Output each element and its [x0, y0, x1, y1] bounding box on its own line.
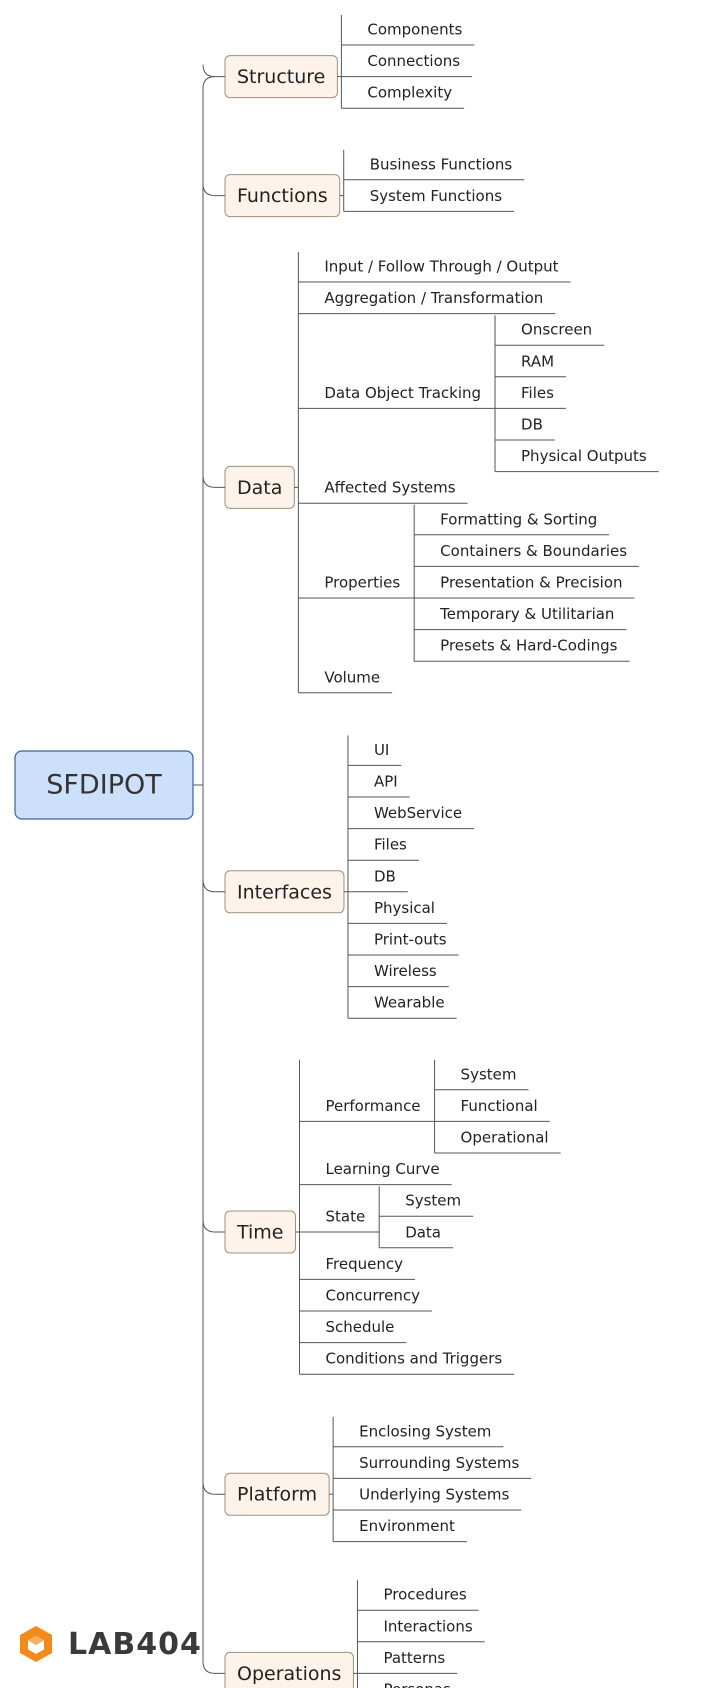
- branch-data-label: Data: [237, 477, 282, 499]
- node-state: State: [325, 1208, 365, 1226]
- leaf-business-functions: Business Functions: [370, 155, 513, 173]
- trunk-connector: [202, 1219, 225, 1233]
- leaf-wearable: Wearable: [374, 994, 445, 1012]
- leaf-underlying-systems: Underlying Systems: [359, 1486, 509, 1504]
- leaf-conditions-and-triggers: Conditions and Triggers: [325, 1350, 502, 1368]
- leaf-ram: RAM: [521, 352, 554, 370]
- leaf-environment: Environment: [359, 1517, 455, 1535]
- branch-platform-label: Platform: [237, 1484, 317, 1506]
- leaf-operational: Operational: [461, 1129, 549, 1147]
- branch-functions-label: Functions: [237, 185, 328, 207]
- leaf-surrounding-systems: Surrounding Systems: [359, 1454, 519, 1472]
- leaf-personas: Personas: [383, 1681, 451, 1688]
- trunk-line: [202, 76, 216, 1662]
- leaf-wireless: Wireless: [374, 962, 437, 980]
- trunk-connector: [202, 183, 225, 197]
- trunk-connector: [202, 475, 225, 488]
- leaf-learning-curve: Learning Curve: [325, 1160, 439, 1178]
- leaf-db: DB: [374, 867, 396, 885]
- leaf-api: API: [374, 773, 398, 791]
- leaf-temporary-utilitarian: Temporary & Utilitarian: [439, 605, 614, 623]
- leaf-system: System: [461, 1065, 517, 1083]
- leaf-physical: Physical: [374, 899, 435, 917]
- branch-interfaces-label: Interfaces: [237, 881, 332, 903]
- leaf-formatting-sorting: Formatting & Sorting: [440, 510, 597, 528]
- leaf-enclosing-system: Enclosing System: [359, 1422, 491, 1440]
- node-properties: Properties: [324, 574, 400, 592]
- leaf-db: DB: [521, 416, 543, 434]
- root-label: SFDIPOT: [46, 770, 162, 801]
- leaf-onscreen: Onscreen: [521, 321, 592, 339]
- hexagon-logo-icon: [20, 1626, 52, 1662]
- leaf-system: System: [405, 1192, 461, 1210]
- leaf-presets-hard-codings: Presets & Hard-Codings: [440, 637, 617, 655]
- logo-text: LAB404: [68, 1626, 202, 1662]
- branch-operations-label: Operations: [237, 1663, 341, 1685]
- root-box: [14, 750, 194, 820]
- leaf-procedures: Procedures: [383, 1586, 466, 1604]
- leaf-schedule: Schedule: [325, 1318, 394, 1336]
- lab404-logo: LAB404: [16, 1620, 202, 1668]
- leaf-webservice: WebService: [374, 804, 462, 822]
- leaf-aggregation-transformation: Aggregation / Transformation: [324, 289, 543, 307]
- leaf-files: Files: [374, 836, 407, 854]
- leaf-affected-systems: Affected Systems: [324, 479, 455, 497]
- leaf-interactions: Interactions: [383, 1617, 472, 1635]
- leaf-input-follow-through-output: Input / Follow Through / Output: [324, 258, 558, 276]
- leaf-complexity: Complexity: [367, 84, 452, 102]
- leaf-components: Components: [367, 21, 462, 39]
- leaf-volume: Volume: [324, 668, 380, 686]
- leaf-files: Files: [521, 384, 554, 402]
- leaf-data: Data: [405, 1223, 441, 1241]
- trunk-connector: [202, 879, 225, 893]
- leaf-presentation-precision: Presentation & Precision: [440, 574, 622, 592]
- leaf-concurrency: Concurrency: [325, 1287, 420, 1305]
- leaf-system-functions: System Functions: [370, 187, 503, 205]
- trunk-connector: [202, 64, 225, 78]
- leaf-connections: Connections: [367, 52, 460, 70]
- leaf-containers-boundaries: Containers & Boundaries: [440, 542, 627, 560]
- trunk-connector: [202, 1482, 225, 1495]
- trunk-connector: [202, 1661, 225, 1674]
- branch-time-label: Time: [236, 1222, 284, 1244]
- leaf-print-outs: Print-outs: [374, 931, 447, 949]
- node-data-object-tracking: Data Object Tracking: [324, 384, 481, 402]
- branch-structure-label: Structure: [237, 66, 325, 88]
- leaf-physical-outputs: Physical Outputs: [521, 447, 647, 465]
- leaf-frequency: Frequency: [325, 1255, 403, 1273]
- leaf-ui: UI: [374, 741, 389, 759]
- leaf-patterns: Patterns: [383, 1649, 445, 1667]
- leaf-functional: Functional: [461, 1097, 538, 1115]
- node-performance: Performance: [325, 1097, 420, 1115]
